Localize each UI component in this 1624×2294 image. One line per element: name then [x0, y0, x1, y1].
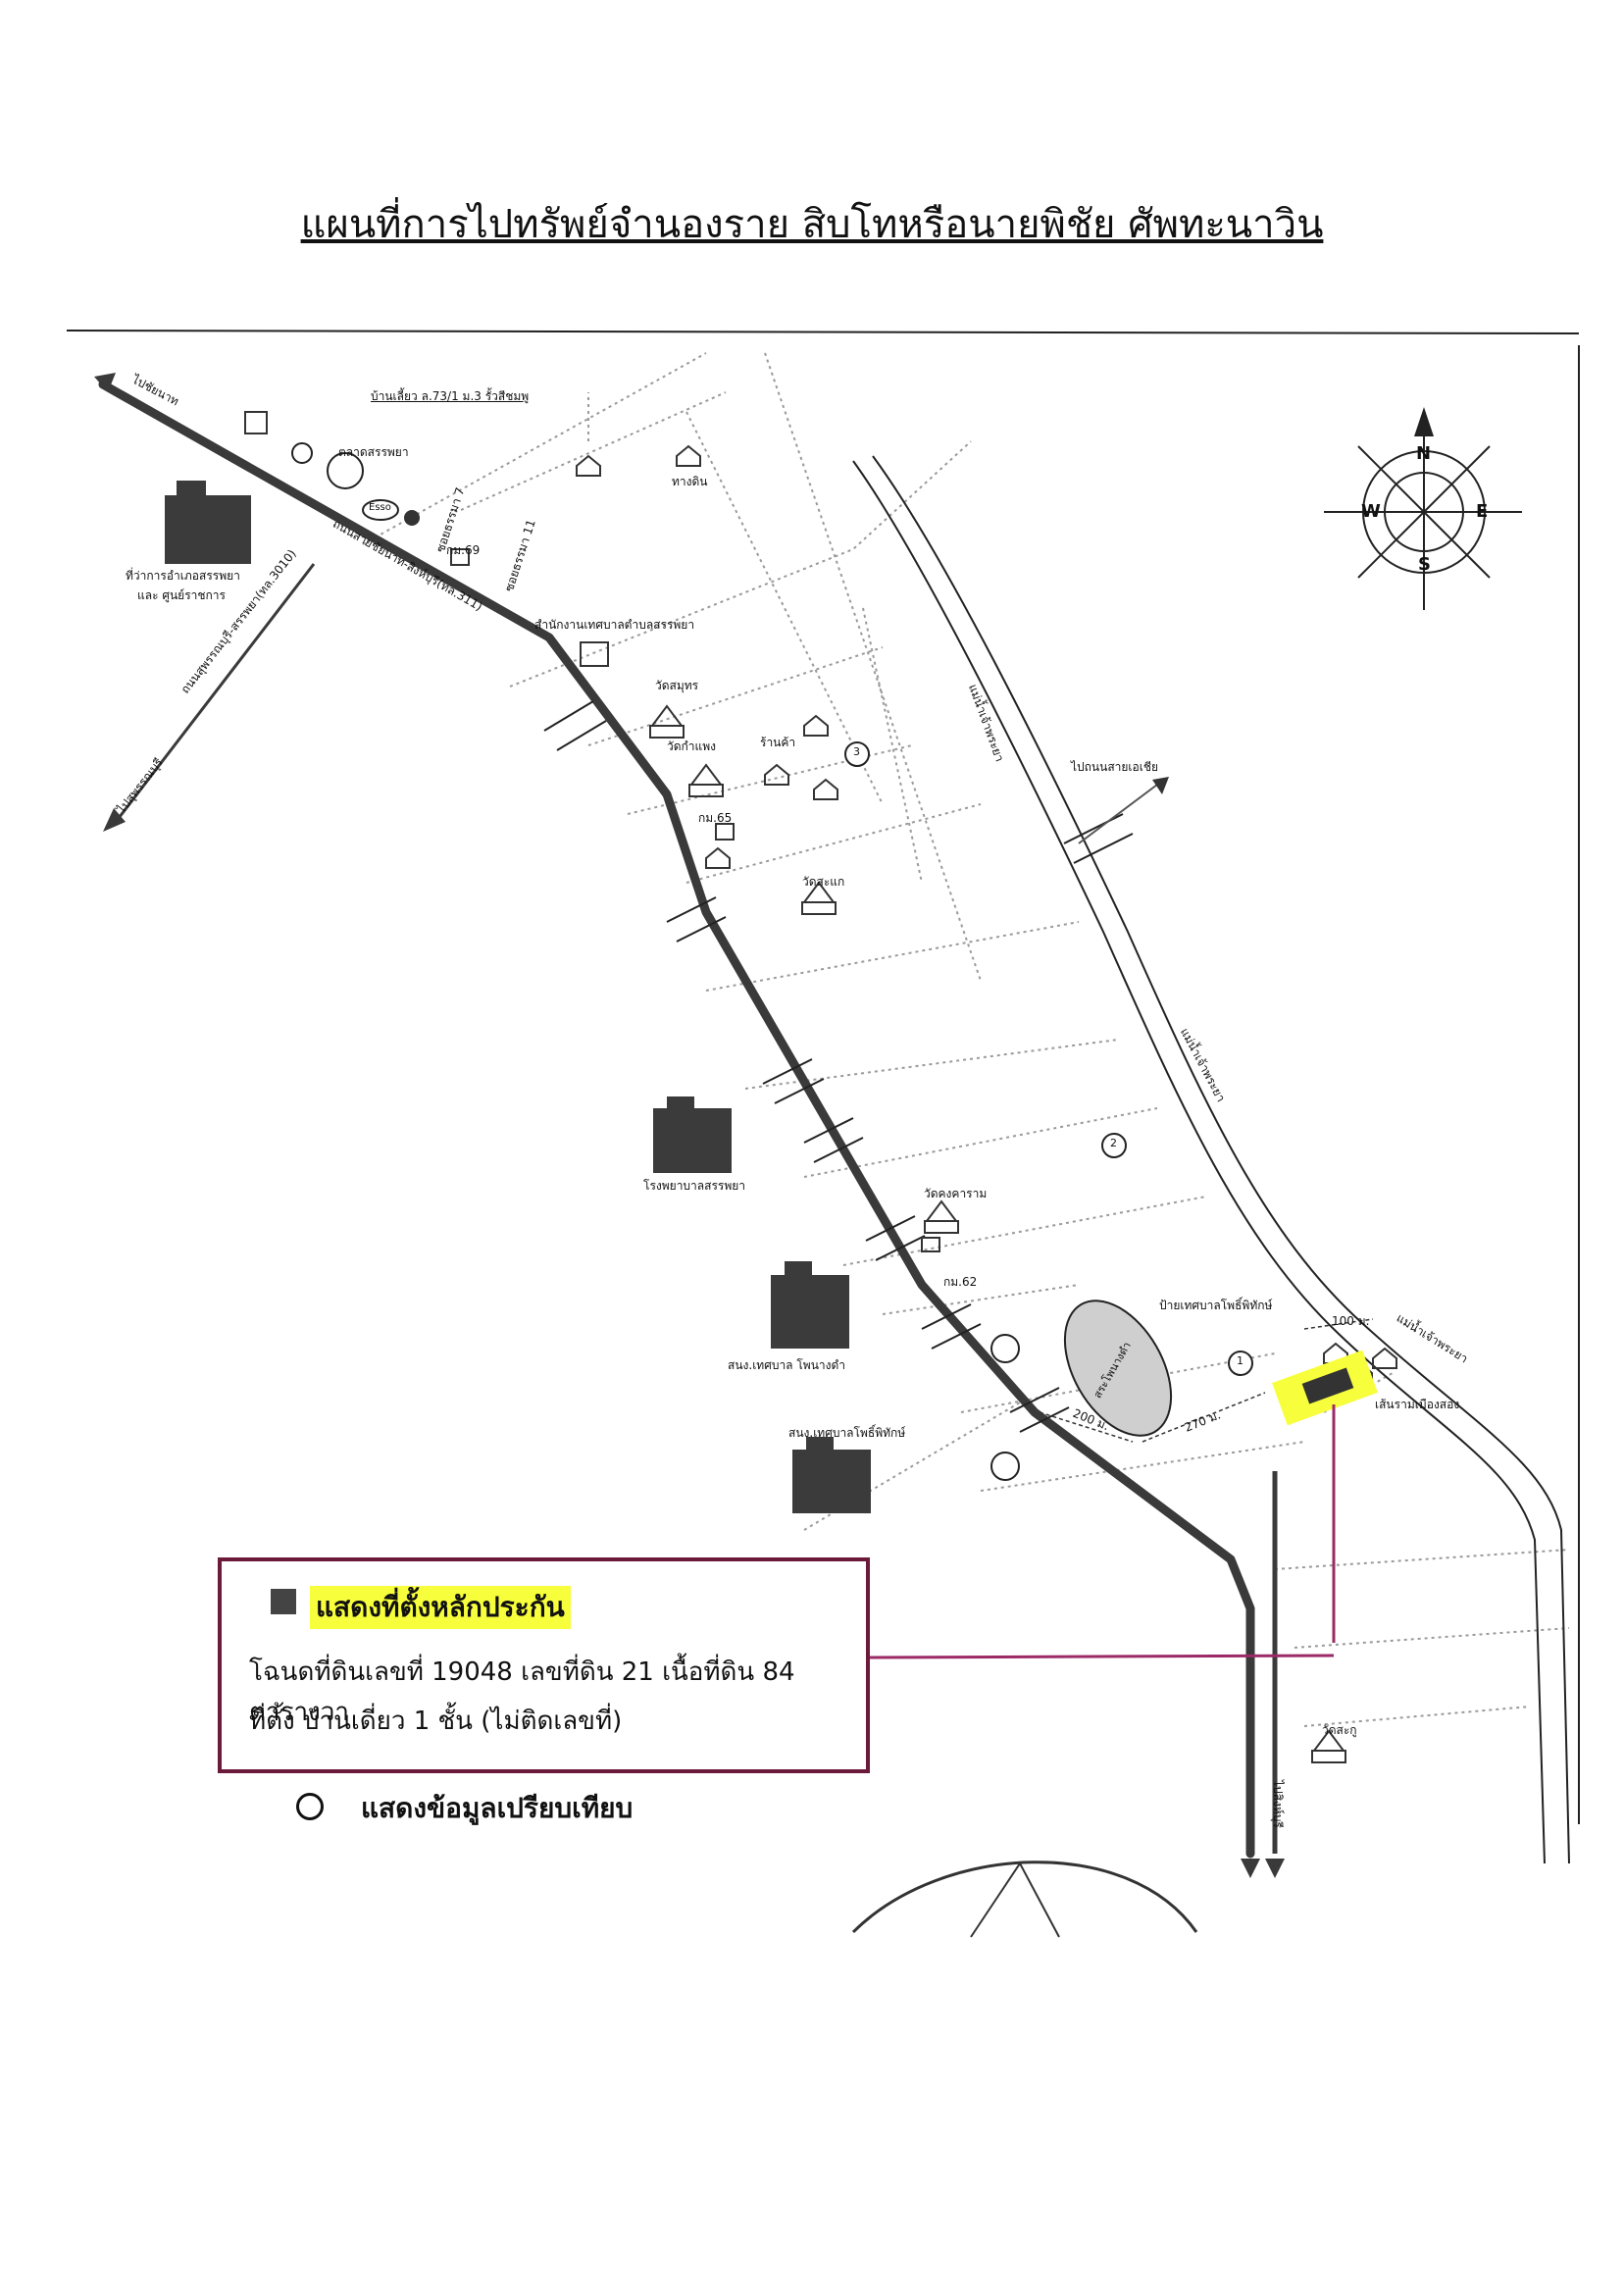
label-km62: กม.62 — [943, 1275, 978, 1289]
esso-icon — [362, 499, 399, 521]
road-asian — [1078, 784, 1158, 844]
chao-phraya-river — [852, 455, 1570, 1864]
label-to-singburi: ไปสิงห์บุรี — [1271, 1780, 1285, 1828]
distance-lines — [1039, 1318, 1374, 1443]
label-office-phonangdam: สนง.เทศบาล โพนางดำ — [728, 1358, 846, 1372]
label-shop: ร้านค้า — [760, 736, 796, 749]
legend-location: ที่ตั้ง บ้านเดี่ยว 1 ชั้น (ไม่ติดเลขที่) — [249, 1707, 623, 1736]
comparison-circle-3 — [844, 741, 870, 767]
label-km69: กม.69 — [446, 543, 481, 557]
comparison-legend-label: แสดงข้อมูลเปรียบเทียบ — [361, 1792, 634, 1824]
compass-s: S — [1418, 554, 1431, 575]
main-highway — [98, 380, 1255, 1859]
legend-collateral-label: แสดงที่ตั้งหลักประกัน — [310, 1586, 571, 1629]
arrow-singburi — [1241, 1859, 1260, 1878]
label-n2: 2 — [1110, 1137, 1117, 1149]
legend-collateral-swatch — [271, 1589, 296, 1614]
comparison-legend-icon — [296, 1793, 324, 1820]
arrow-chainat — [94, 373, 116, 392]
arrow-suphan — [103, 808, 126, 832]
compass-w: W — [1361, 501, 1381, 522]
map-title: แผนที่การไปทรัพย์จำนองราย สิบโทหรือนายพิ… — [300, 202, 1324, 247]
arrow-singburi-2 — [1265, 1859, 1285, 1878]
label-village-no: บ้านเลี้ยว ล.73/1 ม.3 รั้วสีชมพู — [371, 389, 530, 403]
label-district-office-2: และ ศูนย์ราชการ — [137, 588, 226, 602]
comparison-circle-2 — [1101, 1133, 1127, 1158]
label-tangdin: ทางดิน — [672, 475, 708, 488]
fuel-drop-icon — [404, 510, 420, 526]
label-office-phophithak: สนง.เทศบาลโพธิ์พิทักษ์ — [788, 1426, 906, 1440]
comparison-circle-1 — [1228, 1351, 1253, 1376]
stamp-arc — [851, 1861, 1198, 1934]
label-wat-samut: วัดสมุทร — [655, 679, 699, 692]
label-sign-pho: ป้ายเทศบาลโพธิ์พิทักษ์ — [1159, 1299, 1273, 1312]
label-wat-sakoo: วัดสะกู — [1322, 1723, 1357, 1737]
compass-north-arrow — [1414, 407, 1434, 436]
label-n1: 1 — [1237, 1354, 1243, 1367]
label-to-asian: ไปถนนสายเอเชีย — [1071, 760, 1159, 774]
label-wat-sakae: วัดสะแก — [802, 875, 845, 889]
road-suphan — [114, 563, 316, 823]
frame-top-line — [66, 330, 1580, 334]
police-icon-1 — [990, 1334, 1020, 1363]
bridges — [543, 700, 1134, 1433]
minor-roads — [362, 352, 1570, 1727]
pond — [1063, 1300, 1173, 1437]
legend-deed: โฉนดที่ดินเลขที่ 19048 เลขที่ดิน 21 เนื้… — [249, 1657, 795, 1727]
collateral-marker — [1301, 1367, 1354, 1404]
label-km65: กม.65 — [698, 811, 733, 825]
temple-icons — [649, 704, 1346, 1763]
arrow-asian — [1152, 777, 1169, 794]
label-mueang-song: เส้นรามเมืองสอง — [1375, 1398, 1460, 1411]
label-district-office: ที่ว่าการอำเภอสรรพยา — [126, 569, 240, 583]
legend-box: แสดงที่ตั้งหลักประกัน โฉนดที่ดินเลขที่ 1… — [218, 1557, 870, 1773]
compass-n: N — [1416, 443, 1432, 464]
label-100m: 100 ม. — [1332, 1314, 1370, 1328]
legend-pointer — [867, 1404, 1336, 1659]
label-market: ตลาดสรรพยา — [338, 445, 409, 459]
label-hospital: โรงพยาบาลสรรพยา — [643, 1179, 746, 1193]
police-icon-2 — [990, 1452, 1020, 1481]
label-n3: 3 — [853, 745, 860, 758]
label-municipal: สำนักงานเทศบาลตำบลสรรพยา — [534, 618, 695, 632]
label-wat-khongkharam: วัดคงคาราม — [924, 1187, 988, 1200]
market-icon — [327, 452, 364, 489]
label-wat-kamphaeng: วัดกำแพง — [667, 739, 717, 753]
label-esso: Esso — [369, 502, 391, 513]
office-buildings — [165, 481, 871, 1513]
stamp-inner — [970, 1861, 1060, 1938]
compass-e: E — [1476, 501, 1489, 522]
nav-icon — [291, 442, 313, 464]
small-houses — [244, 411, 1397, 1384]
compass-rose — [1324, 412, 1522, 610]
